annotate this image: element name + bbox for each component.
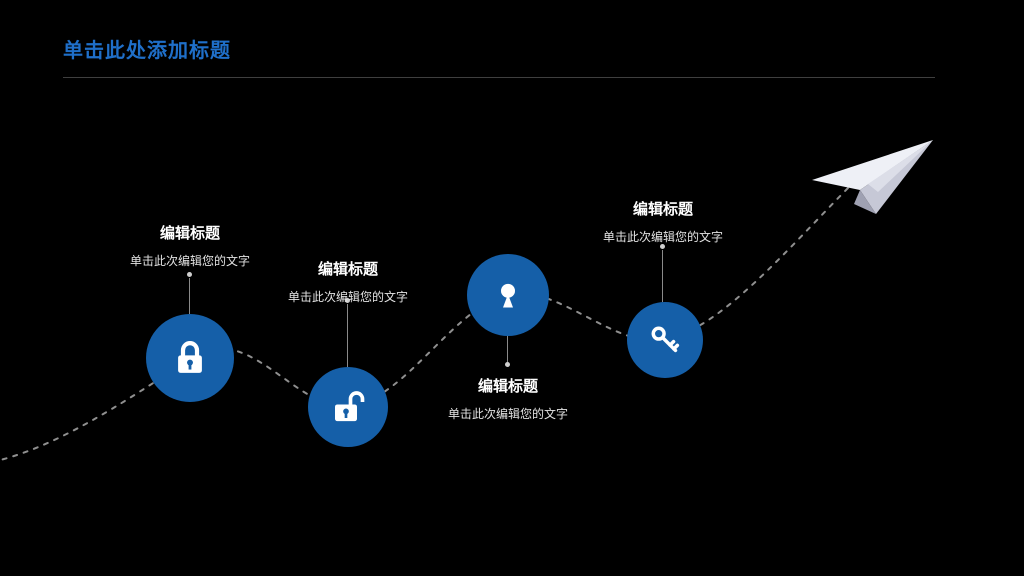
caption-heading: 编辑标题 xyxy=(159,225,220,242)
caption-heading: 编辑标题 xyxy=(477,378,538,395)
paper-plane-icon xyxy=(812,140,933,214)
caption-body: 单击此次编辑您的文字 xyxy=(602,230,723,244)
key-icon xyxy=(651,326,680,353)
connector-stem xyxy=(662,250,663,302)
caption-3: 编辑标题 单击此次编辑您的文字 xyxy=(393,375,623,422)
caption-1: 编辑标题 单击此次编辑您的文字 xyxy=(75,222,305,269)
caption-heading: 编辑标题 xyxy=(317,261,378,278)
page-title: 单击此处添加标题 xyxy=(63,40,231,62)
open-padlock-icon xyxy=(335,391,365,422)
connector-stem xyxy=(507,336,508,362)
title-divider xyxy=(63,77,935,78)
connector-dot xyxy=(345,298,350,303)
caption-4: 编辑标题 单击此次编辑您的文字 xyxy=(548,198,778,245)
closed-padlock-icon xyxy=(178,341,202,373)
connector-dot xyxy=(505,362,510,367)
keyhole-icon xyxy=(501,283,515,308)
connector-stem xyxy=(189,278,190,314)
timeline-node-1 xyxy=(146,314,234,402)
connector-dot xyxy=(187,272,192,277)
connector-dot xyxy=(660,244,665,249)
caption-2: 编辑标题 单击此次编辑您的文字 xyxy=(233,258,463,305)
timeline-node-2 xyxy=(308,367,388,447)
connector-stem xyxy=(347,304,348,367)
timeline-node-3 xyxy=(467,254,549,336)
caption-body: 单击此次编辑您的文字 xyxy=(129,254,250,268)
caption-heading: 编辑标题 xyxy=(632,201,693,218)
caption-body: 单击此次编辑您的文字 xyxy=(447,407,568,421)
timeline-node-4 xyxy=(627,302,703,378)
caption-body: 单击此次编辑您的文字 xyxy=(287,290,408,304)
